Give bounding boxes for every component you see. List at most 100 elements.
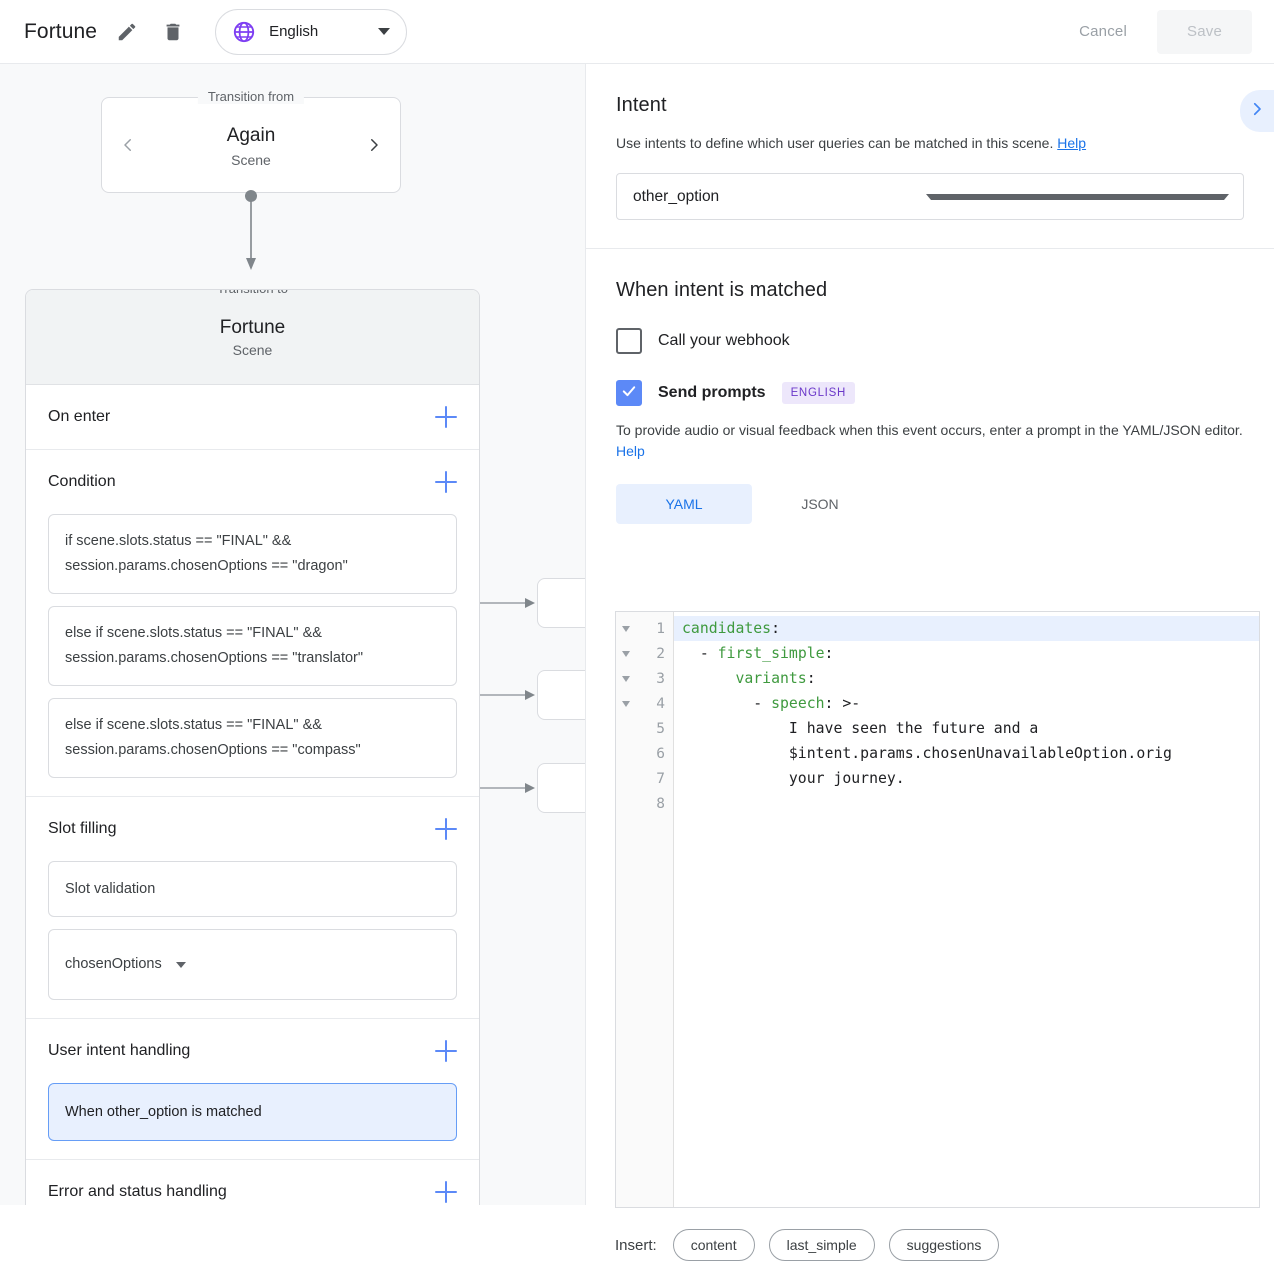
fold-triangle-icon[interactable]: [622, 675, 630, 682]
editor-code-area[interactable]: candidates: - first_simple: variants: - …: [674, 612, 1259, 1207]
plus-icon[interactable]: [433, 404, 459, 430]
page-title: Fortune: [24, 19, 98, 43]
webhook-row: Call your webhook: [616, 328, 1244, 354]
pencil-icon: [116, 21, 138, 43]
section-title: On enter: [48, 408, 111, 425]
intent-select[interactable]: other_option: [616, 173, 1244, 220]
chevron-right-icon: [1248, 100, 1266, 123]
scene-graph-pane: Transition from Again Scene: [0, 64, 585, 1205]
trash-icon: [162, 21, 184, 43]
expand-panel-button[interactable]: [1240, 90, 1274, 132]
editor-code-line[interactable]: [674, 791, 1259, 816]
prompt-description: To provide audio or visual feedback when…: [616, 420, 1244, 462]
insert-chip-suggestions[interactable]: suggestions: [888, 1229, 1000, 1261]
section-condition: Condition if scene.slots.status == "FINA…: [26, 450, 479, 797]
language-badge: ENGLISH: [781, 382, 855, 404]
send-prompts-checkbox[interactable]: [616, 380, 642, 406]
scene-detail-panel: Transition to Fortune Scene On enter Con…: [25, 289, 480, 1205]
editor-line-number: 6: [656, 745, 665, 762]
fold-triangle-icon[interactable]: [622, 650, 630, 657]
call-webhook-checkbox[interactable]: [616, 328, 642, 354]
plus-icon[interactable]: [433, 816, 459, 842]
when-intent-matched-section: When intent is matched Call your webhook…: [586, 249, 1274, 524]
editor-code-line[interactable]: candidates:: [674, 616, 1259, 641]
editor-line-number: 1: [616, 616, 673, 641]
intent-handler-item[interactable]: When other_option is matched: [48, 1083, 457, 1141]
plus-icon[interactable]: [433, 469, 459, 495]
edit-name-button[interactable]: [111, 16, 143, 48]
chevron-down-icon: [926, 193, 1229, 200]
language-label: English: [269, 23, 319, 40]
slot-item-chosenoptions[interactable]: chosenOptions: [48, 929, 457, 1000]
insert-chip-content[interactable]: content: [672, 1229, 755, 1261]
save-button[interactable]: Save: [1157, 9, 1252, 54]
intent-description: Use intents to define which user queries…: [616, 133, 1244, 153]
fold-triangle-icon[interactable]: [622, 625, 630, 632]
tab-json[interactable]: JSON: [801, 496, 839, 512]
editor-line-number: 3: [616, 666, 673, 691]
intent-heading: Intent: [616, 94, 667, 116]
plus-icon[interactable]: [433, 1038, 459, 1064]
section-user-intent-handling: User intent handling When other_option i…: [26, 1019, 479, 1160]
section-slot-filling: Slot filling Slot validation chosenOptio…: [26, 797, 479, 1019]
section-title: Error and status handling: [48, 1183, 227, 1200]
check-icon: [620, 382, 638, 405]
top-app-bar: Fortune English Cancel Save: [0, 0, 1274, 64]
transition-from-info: Again Scene: [227, 123, 276, 168]
intent-selected-value: other_option: [633, 187, 720, 205]
condition-item[interactable]: if scene.slots.status == "FINAL" && sess…: [48, 514, 457, 594]
condition-target-card[interactable]: [537, 670, 585, 720]
chevron-left-icon[interactable]: [116, 133, 140, 157]
slot-validation-item[interactable]: Slot validation: [48, 861, 457, 917]
condition-item[interactable]: else if scene.slots.status == "FINAL" &&…: [48, 606, 457, 686]
transition-connector: [245, 190, 257, 270]
condition-target-card[interactable]: [537, 763, 585, 813]
editor-code-line[interactable]: - first_simple:: [682, 645, 834, 662]
call-webhook-label: Call your webhook: [658, 332, 790, 349]
chevron-down-icon: [378, 28, 391, 35]
send-prompts-label: Send prompts: [658, 384, 766, 401]
globe-icon: [232, 20, 256, 44]
editor-line-number: 5: [656, 720, 665, 737]
condition-target-card[interactable]: [537, 578, 585, 628]
section-title: User intent handling: [48, 1042, 191, 1059]
transition-from-card[interactable]: Transition from Again Scene: [101, 89, 401, 193]
editor-code-line[interactable]: - speech: >-: [682, 695, 861, 712]
when-matched-heading: When intent is matched: [616, 279, 828, 301]
cancel-button[interactable]: Cancel: [1055, 12, 1151, 52]
intent-description-text: Use intents to define which user queries…: [616, 135, 1054, 151]
editor-code-line[interactable]: I have seen the future and a: [682, 720, 1039, 737]
section-error-status-handling: Error and status handling: [26, 1160, 479, 1205]
chevron-right-icon[interactable]: [362, 133, 386, 157]
section-on-enter: On enter: [26, 385, 479, 450]
transition-from-name: Again: [226, 124, 276, 146]
language-selector[interactable]: English: [215, 8, 408, 55]
editor-code-line[interactable]: variants:: [735, 670, 816, 687]
tab-yaml[interactable]: YAML: [616, 484, 752, 524]
intent-section: Intent Use intents to define which user …: [586, 64, 1274, 249]
prompt-help-link[interactable]: Help: [616, 443, 645, 459]
insert-chip-last-simple[interactable]: last_simple: [768, 1229, 875, 1261]
section-title: Slot filling: [48, 820, 117, 837]
transition-from-type: Scene: [231, 151, 271, 168]
condition-item[interactable]: else if scene.slots.status == "FINAL" &&…: [48, 698, 457, 778]
send-prompts-row: Send prompts ENGLISH: [616, 380, 1244, 406]
editor-code-line[interactable]: your journey.: [682, 770, 905, 787]
prompt-description-text: To provide audio or visual feedback when…: [616, 422, 1243, 438]
insert-chips-row: Insert: content last_simple suggestions: [615, 1229, 1000, 1261]
slot-item-label: chosenOptions: [65, 956, 162, 972]
editor-line-number: 4: [616, 691, 673, 716]
editor-line-number: 2: [616, 641, 673, 666]
editor-format-tabs: YAML JSON: [616, 484, 1244, 524]
editor-line-number: 7: [656, 770, 665, 787]
editor-line-number: 8: [656, 795, 665, 812]
transition-to-card[interactable]: Transition to Fortune Scene: [26, 290, 479, 385]
delete-scene-button[interactable]: [157, 16, 189, 48]
fold-triangle-icon[interactable]: [622, 700, 630, 707]
topbar-actions: Cancel Save: [1055, 9, 1252, 54]
editor-code-line[interactable]: $intent.params.chosenUnavailableOption.o…: [682, 745, 1172, 762]
plus-icon[interactable]: [433, 1179, 459, 1205]
intent-help-link[interactable]: Help: [1057, 135, 1087, 151]
